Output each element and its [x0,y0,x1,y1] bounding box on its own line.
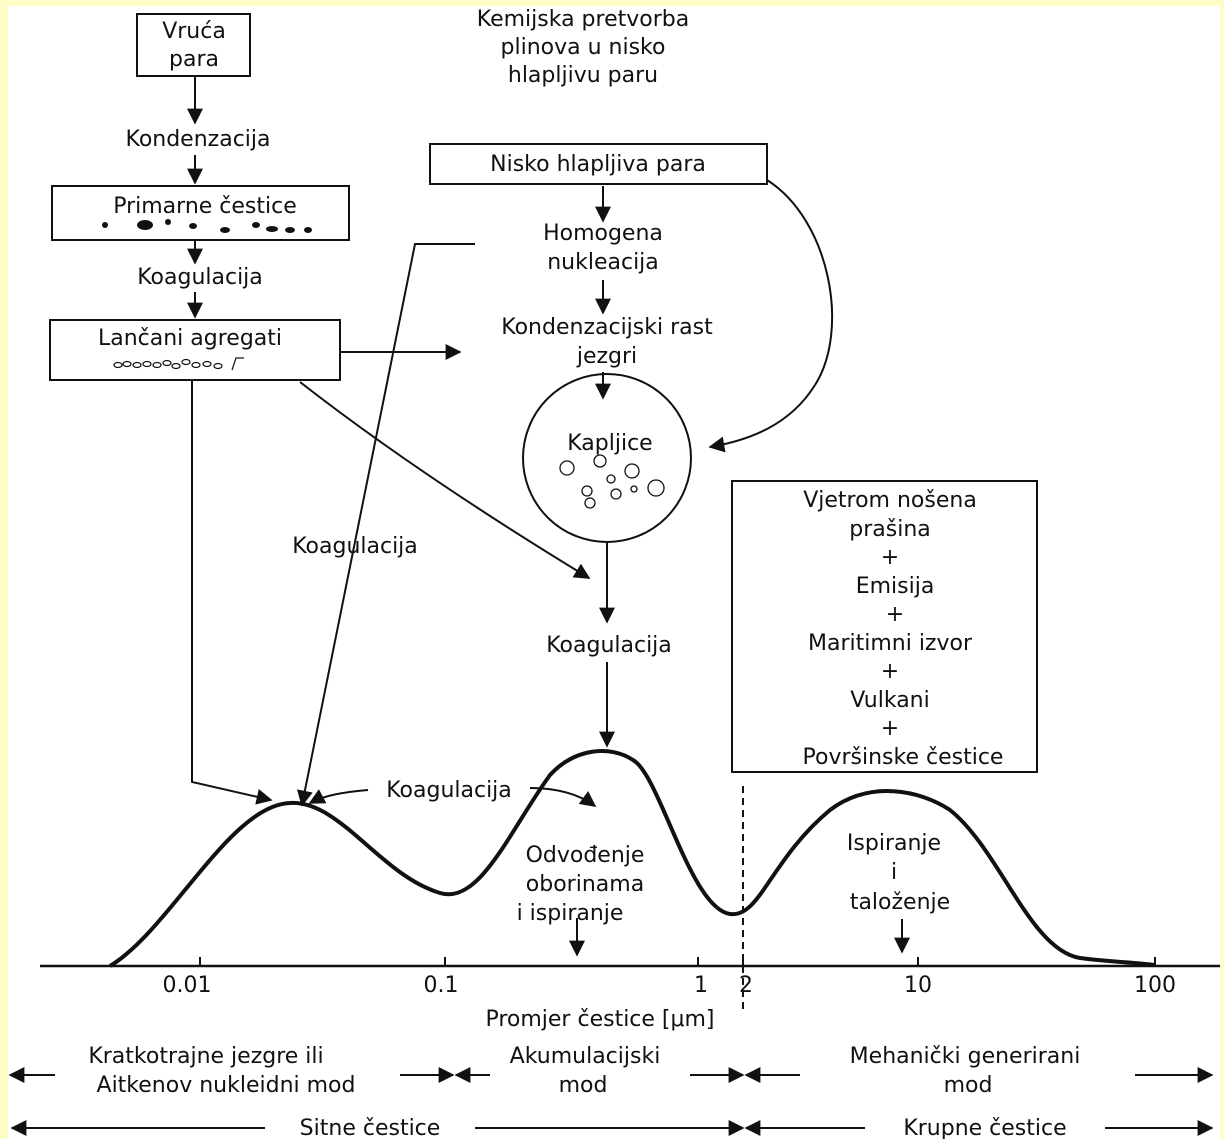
svg-text:i ispiranje: i ispiranje [517,901,624,926]
tick-label-001: 0.01 [163,973,212,998]
tick-label-2: 2 [739,973,753,998]
chain-aggregates-box: Lančani agregati [49,319,341,381]
svg-text:+: + [881,716,899,741]
primary-particles-dots-icon [102,219,312,233]
arrow-aggregates-to-nuclei-peak [191,380,273,805]
coagulation-label-1: Koagulacija [137,265,263,290]
accumulation-mode-line1: Akumulacijski [510,1044,661,1069]
chain-aggregates-icon [113,357,244,371]
size-distribution-curve [108,749,1156,968]
hot-vapor-line2: para [169,47,219,72]
svg-text:+: + [881,545,899,570]
svg-text:+: + [881,659,899,684]
svg-text:Vulkani: Vulkani [850,688,930,713]
accumulation-mode-line2: mod [559,1073,608,1098]
diagram-canvas: Vruća para Kemijska pretvorba plinova u … [8,7,1220,1139]
arrow-aggregates-to-accumulation [299,381,591,579]
condensation-growth-label: Kondenzacijski rast jezgri [501,315,713,369]
fine-particles-label: Sitne čestice [300,1116,441,1139]
nuclei-mode-line1: Kratkotrajne jezgre ili [88,1044,323,1069]
tick-label-100: 100 [1134,973,1176,998]
svg-text:+: + [886,602,904,627]
droplets-label: Kapljice [567,431,652,456]
svg-text:Površinske čestice: Površinske čestice [803,745,1004,770]
sources-box: Vjetrom nošena prašina + Emisija + Marit… [731,480,1038,773]
coagulation-label-3: Koagulacija [546,633,672,658]
svg-text:prašina: prašina [849,517,931,542]
flow-arrows [187,76,910,957]
tick-label-1: 1 [694,973,708,998]
svg-text:oborinama: oborinama [526,872,644,897]
svg-text:i: i [891,860,897,885]
coagulation-label-4: Koagulacija [386,778,512,803]
x-axis: 0.01 0.1 1 2 10 100 Promjer čestice [μm] [40,786,1220,1032]
coagulation-label-2: Koagulacija [292,534,418,559]
arrow-nucleation-to-nuclei-peak [297,243,475,807]
svg-text:jezgri: jezgri [576,344,637,369]
chain-aggregates-label: Lančani agregati [98,326,282,351]
svg-text:nukleacija: nukleacija [547,250,659,275]
washout-label: Ispiranje i taloženje [847,831,950,915]
svg-text:Kondenzacijski rast: Kondenzacijski rast [501,315,713,340]
mechanical-mode-line2: mod [944,1073,993,1098]
hot-vapor-line1: Vruća [162,19,226,44]
arrow-coagulation-left [308,789,369,804]
svg-text:taloženje: taloženje [850,890,950,915]
arrow-vapor-to-droplets [708,179,834,453]
tick-label-01: 0.1 [424,973,459,998]
svg-text:hlapljivu paru: hlapljivu paru [508,63,658,88]
mechanical-mode-line1: Mehanički generirani [850,1044,1081,1069]
condensation-label: Kondenzacija [125,127,270,152]
chemical-conversion-label: Kemijska pretvorba plinova u nisko hlapl… [477,7,689,88]
svg-text:Maritimni izvor: Maritimni izvor [808,631,973,656]
svg-text:Kemijska pretvorba: Kemijska pretvorba [477,7,689,32]
svg-text:plinova u nisko: plinova u nisko [501,35,666,60]
primary-particles-label: Primarne čestice [113,194,297,219]
svg-text:Emisija: Emisija [856,574,935,599]
low-volatility-vapor-box: Nisko hlapljiva para [429,143,768,185]
tick-label-10: 10 [904,973,932,998]
droplets-circle: Kapljice [522,373,692,543]
svg-text:Vjetrom nošena: Vjetrom nošena [803,488,977,513]
hot-vapor-box: Vruća para [136,13,251,77]
svg-text:Odvođenje: Odvođenje [526,843,645,868]
arrow-coagulation-right [529,787,597,807]
modes-row: Kratkotrajne jezgre ili Aitkenov nukleid… [8,1044,1214,1098]
ranges-row: Sitne čestice Krupne čestice [10,1116,1214,1139]
svg-text:Homogena: Homogena [543,221,663,246]
rainout-label: Odvođenje oborinama i ispiranje [517,843,645,926]
homogeneous-nucleation-label: Homogena nukleacija [543,221,663,275]
droplets-icon [559,454,665,509]
low-volatility-vapor-label: Nisko hlapljiva para [490,152,706,177]
primary-particles-box: Primarne čestice [51,185,350,241]
nuclei-mode-line2: Aitkenov nukleidni mod [97,1073,356,1098]
axis-title: Promjer čestice [μm] [485,1007,714,1032]
svg-text:Ispiranje: Ispiranje [847,831,941,856]
coarse-particles-label: Krupne čestice [903,1116,1066,1139]
